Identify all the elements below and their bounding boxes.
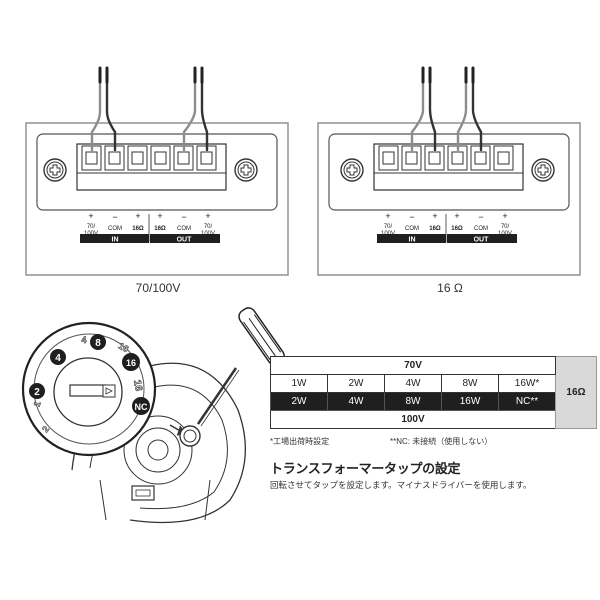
svg-text:16Ω: 16Ω [154,226,166,232]
svg-text:+: + [135,211,140,221]
left-mount-screw-icon [340,158,364,182]
right-mount-screw-icon [531,158,555,182]
nc-note: **NC: 未接続（使用しない） [390,437,493,446]
svg-text:16Ω: 16Ω [429,226,441,232]
instruction-text: 回転させてタップを設定します。マイナスドライバーを使用します。 [270,480,532,490]
svg-text:OUT: OUT [177,237,193,244]
svg-text:16: 16 [131,379,144,392]
svg-text:IN: IN [112,237,119,244]
svg-text:−: − [478,212,483,222]
left-wiring-diagram: + 70/ 100V − COM + 16Ω + 16Ω − COM + 70/… [25,66,289,276]
svg-text:COM: COM [474,226,488,232]
svg-text:NC: NC [135,402,148,412]
svg-text:−: − [112,212,117,222]
left-wires [90,66,209,152]
pointer-icon [105,387,113,395]
header-70v: 70V [270,356,556,375]
row-70v: 1W 2W 4W 8W 16W* [270,374,597,393]
svg-text:1: 1 [32,400,43,408]
svg-text:70/: 70/ [87,224,96,230]
svg-text:COM: COM [405,226,419,232]
svg-text:−: − [181,212,186,222]
svg-text:70/: 70/ [501,224,510,230]
factory-setting-note: *工場出荷時設定 [270,437,330,446]
side-label-16ohm: 16Ω [555,356,597,429]
left-out-band [150,234,220,243]
svg-text:+: + [432,211,437,221]
svg-text:+: + [454,211,459,221]
right-mount-screw-icon [234,158,258,182]
svg-text:16Ω: 16Ω [451,226,463,232]
svg-text:70/: 70/ [204,224,213,230]
connector-icon [131,485,155,501]
svg-text:70/: 70/ [384,224,393,230]
svg-text:16: 16 [117,341,131,355]
header-100v: 100V [270,410,556,429]
svg-text:COM: COM [108,226,122,232]
svg-text:−: − [409,212,414,222]
svg-text:IN: IN [409,237,416,244]
svg-text:16Ω: 16Ω [132,226,144,232]
svg-text:8: 8 [95,338,101,349]
svg-text:+: + [88,211,93,221]
svg-text:+: + [385,211,390,221]
tap-slot [69,384,107,397]
svg-text:+: + [502,211,507,221]
svg-text:2: 2 [40,424,51,434]
svg-text:OUT: OUT [474,237,490,244]
row-100v: 2W 4W 8W 16W NC** [270,392,597,411]
left-in-band [80,234,149,243]
left-mount-screw-icon [43,158,67,182]
screwdriver-icon [196,307,285,427]
right-in-band [377,234,446,243]
svg-text:4: 4 [81,335,86,345]
tap-dial: 1 2 4 16 2 4 8 16 16 NC [21,321,157,457]
right-wiring-diagram: + 70/ 100V − COM + 16Ω + 16Ω − COM + 70/… [317,66,581,276]
tap-table: 70V 16Ω 1W 2W 4W 8W 16W* 2W 4W 8W 16W NC… [270,356,597,429]
svg-text:4: 4 [55,353,61,364]
right-out-band [447,234,517,243]
svg-text:2: 2 [34,387,40,398]
left-caption: 70/100V [136,281,181,295]
svg-text:+: + [157,211,162,221]
speaker-illustration [71,362,247,524]
section-heading: トランスフォーマータップの設定 [270,461,461,476]
svg-text:COM: COM [177,226,191,232]
right-caption: 16 Ω [437,281,463,295]
svg-text:16: 16 [126,358,136,368]
svg-text:+: + [205,211,210,221]
right-wires [410,66,483,152]
